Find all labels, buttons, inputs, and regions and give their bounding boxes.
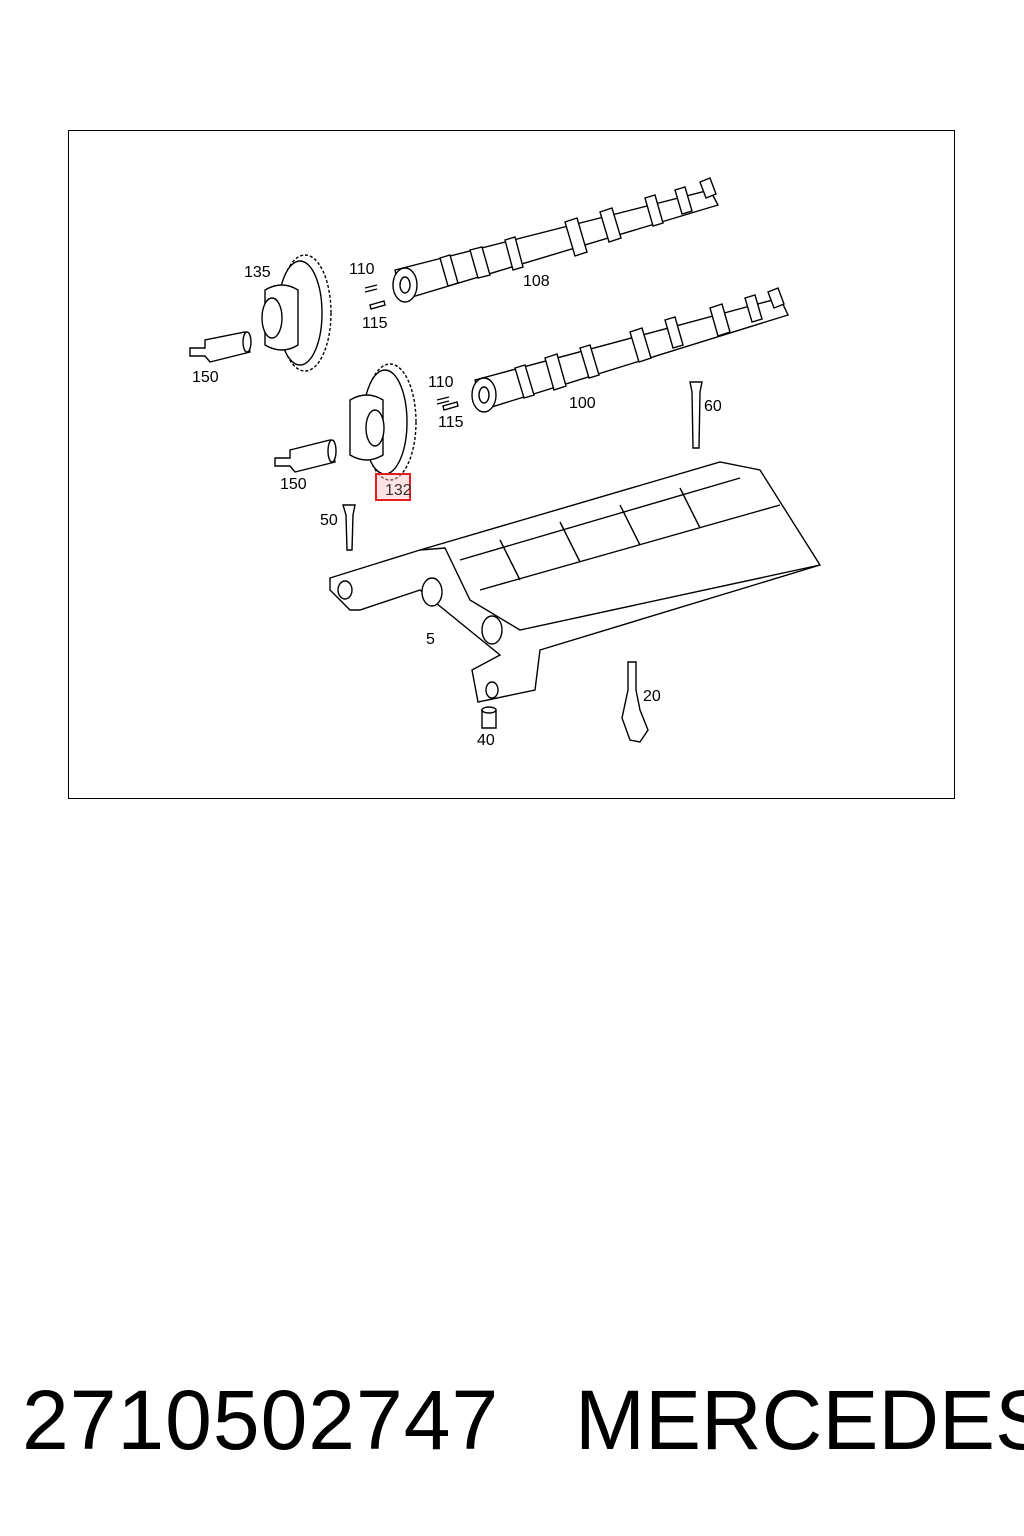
camshaft-100 bbox=[471, 287, 789, 413]
callout-50: 50 bbox=[320, 512, 338, 529]
camshaft-108 bbox=[392, 177, 720, 303]
sprocket-135 bbox=[261, 254, 332, 372]
callout-100: 100 bbox=[569, 395, 596, 412]
callout-5: 5 bbox=[426, 631, 435, 648]
callout-110-upper: 110 bbox=[349, 261, 375, 278]
callout-150-lower: 150 bbox=[280, 476, 307, 493]
solenoid-150-upper bbox=[189, 331, 252, 363]
bolt-60 bbox=[689, 381, 703, 449]
callout-132[interactable]: 132 bbox=[385, 482, 412, 499]
sprocket-132 bbox=[349, 363, 417, 481]
callout-20: 20 bbox=[643, 688, 661, 705]
diagram-frame bbox=[68, 130, 955, 799]
brand-name: MERCEDES bbox=[575, 1373, 1024, 1467]
highlight-box-132 bbox=[375, 473, 411, 501]
part-number: 2710502747 bbox=[22, 1373, 500, 1467]
callout-115-lower: 115 bbox=[438, 414, 464, 431]
callout-60: 60 bbox=[704, 398, 722, 415]
exploded-parts-diagram bbox=[189, 177, 822, 743]
callout-150-upper: 150 bbox=[192, 369, 219, 386]
callout-40: 40 bbox=[477, 732, 495, 749]
cylinder-head-5 bbox=[329, 461, 822, 703]
solenoid-150-lower bbox=[274, 439, 337, 473]
sleeve-40 bbox=[481, 706, 497, 729]
callout-115-upper: 115 bbox=[362, 315, 388, 332]
pins-110-115 bbox=[364, 284, 459, 411]
sensor-20 bbox=[621, 661, 649, 743]
bolt-50 bbox=[342, 504, 356, 551]
callout-108: 108 bbox=[523, 273, 550, 290]
callout-135: 135 bbox=[244, 264, 271, 281]
callout-110-lower: 110 bbox=[428, 374, 454, 391]
